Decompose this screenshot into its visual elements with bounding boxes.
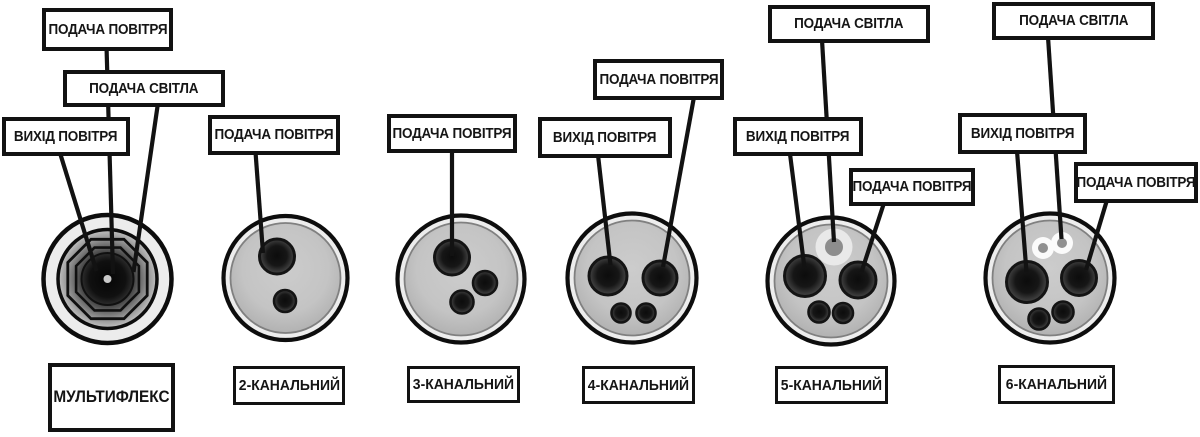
- leader-lines: [57, 36, 1110, 275]
- name-box-ch6: 6-КАНАЛЬНИЙ: [998, 365, 1115, 404]
- light-port-dot: [825, 238, 843, 256]
- callout-light-supply-multiflex: ПОДАЧА СВІТЛА: [63, 70, 225, 107]
- callout-label: ВИХІД ПОВІТРЯ: [746, 128, 850, 145]
- name-box-ch4: 4-КАНАЛЬНИЙ: [582, 366, 695, 404]
- name-box-ch2: 2-КАНАЛЬНИЙ: [233, 366, 345, 405]
- hole-small: [272, 288, 298, 314]
- callout-air-supply-ch5: ПОДАЧА ПОВІТРЯ: [849, 168, 975, 206]
- connector-name: 5-КАНАЛЬНИЙ: [780, 376, 883, 394]
- hole-small: [1051, 300, 1075, 324]
- hole-small: [471, 269, 499, 297]
- leader-line-air-exit-ch4: [595, 154, 613, 266]
- callout-label: ПОДАЧА СВІТЛА: [1018, 13, 1129, 29]
- hole-small: [807, 300, 831, 324]
- callout-label: ПОДАЧА ПОВІТРЯ: [852, 179, 972, 195]
- callout-air-exit-multiflex: ВИХІД ПОВІТРЯ: [2, 117, 130, 156]
- channel-6-connector-graphic: [983, 211, 1117, 345]
- callout-label: ПОДАЧА СВІТЛА: [794, 16, 904, 32]
- multiflex-connector-graphic: [41, 212, 174, 346]
- callout-label: ПОДАЧА ПОВІТРЯ: [214, 127, 334, 143]
- multiflex-inner-octagon: [74, 246, 141, 312]
- callout-label: ПОДАЧА ПОВІТРЯ: [599, 71, 718, 88]
- channel-3-connector-graphic: [395, 213, 527, 345]
- connector-name: 6-КАНАЛЬНИЙ: [1005, 376, 1108, 393]
- leader-line-light-supply-multiflex: [131, 102, 161, 273]
- multiflex-outer-octagon: [66, 237, 149, 321]
- channel-4-connector-graphic: [565, 211, 699, 345]
- callout-light-supply-ch5: ПОДАЧА СВІТЛА: [768, 5, 930, 43]
- hole-air-supply: [838, 260, 878, 300]
- callout-light-supply-ch6: ПОДАЧА СВІТЛА: [992, 2, 1155, 40]
- light-port-dot: [1038, 243, 1048, 253]
- leader-line-air-supply-ch4: [660, 96, 697, 268]
- callout-label: ПОДАЧА ПОВІТРЯ: [392, 125, 512, 142]
- channel-5-connector-graphic: [765, 215, 897, 347]
- callout-air-supply-ch2: ПОДАЧА ПОВІТРЯ: [208, 115, 340, 155]
- callout-label: ПОДАЧА СВІТЛА: [89, 80, 199, 97]
- hole-air-supply: [641, 259, 679, 297]
- connector-name: МУЛЬТИФЛЕКС: [53, 388, 170, 406]
- leader-line-air-supply-ch2: [253, 151, 266, 254]
- callout-air-supply-ch4: ПОДАЧА ПОВІТРЯ: [593, 59, 724, 100]
- callout-label: ПОДАЧА ПОВІТРЯ: [1076, 174, 1196, 191]
- multiflex-center-dot: [103, 275, 112, 283]
- light-port-dot: [1057, 238, 1067, 248]
- callout-air-supply-multiflex: ПОДАЧА ПОВІТРЯ: [42, 8, 173, 51]
- callout-label: ВИХІД ПОВІТРЯ: [14, 128, 118, 145]
- callout-label: ВИХІД ПОВІТРЯ: [553, 129, 657, 146]
- hole-air-supply: [1060, 259, 1098, 297]
- callout-air-supply-ch3: ПОДАЧА ПОВІТРЯ: [387, 114, 517, 153]
- leader-line-air-supply-ch5: [859, 202, 886, 273]
- connector-name: 2-КАНАЛЬНИЙ: [238, 377, 340, 394]
- leader-line-air-exit-ch6: [1014, 150, 1029, 273]
- leader-line-air-exit-ch5: [787, 153, 807, 269]
- hole-small: [449, 289, 475, 315]
- callout-label: ВИХІД ПОВІТРЯ: [970, 125, 1075, 142]
- connector-name: 4-КАНАЛЬНИЙ: [587, 376, 690, 394]
- channel-2-connector-graphic: [221, 213, 350, 343]
- name-box-ch3: 3-КАНАЛЬНИЙ: [407, 366, 520, 403]
- hole-small: [635, 302, 657, 324]
- callout-air-supply-ch6: ПОДАЧА ПОВІТРЯ: [1074, 162, 1198, 203]
- hole-small: [831, 301, 855, 325]
- callout-label: ПОДАЧА ПОВІТРЯ: [48, 21, 167, 38]
- leader-line-air-supply-ch6: [1083, 199, 1110, 271]
- name-box-ch5: 5-КАНАЛЬНИЙ: [775, 366, 888, 404]
- callout-air-exit-ch6: ВИХІД ПОВІТРЯ: [958, 113, 1087, 154]
- connector-name: 3-КАНАЛЬНИЙ: [412, 376, 515, 393]
- callout-air-exit-ch4: ВИХІД ПОВІТРЯ: [538, 117, 672, 158]
- hole-air-exit: [587, 255, 629, 297]
- callout-air-exit-ch5: ВИХІД ПОВІТРЯ: [733, 117, 863, 156]
- hole-small: [1027, 307, 1051, 331]
- hole-air-supply: [258, 237, 296, 276]
- leader-line-air-exit-multiflex: [57, 152, 99, 272]
- hole-small: [610, 302, 632, 324]
- name-box-multiflex: МУЛЬТИФЛЕКС: [48, 363, 175, 432]
